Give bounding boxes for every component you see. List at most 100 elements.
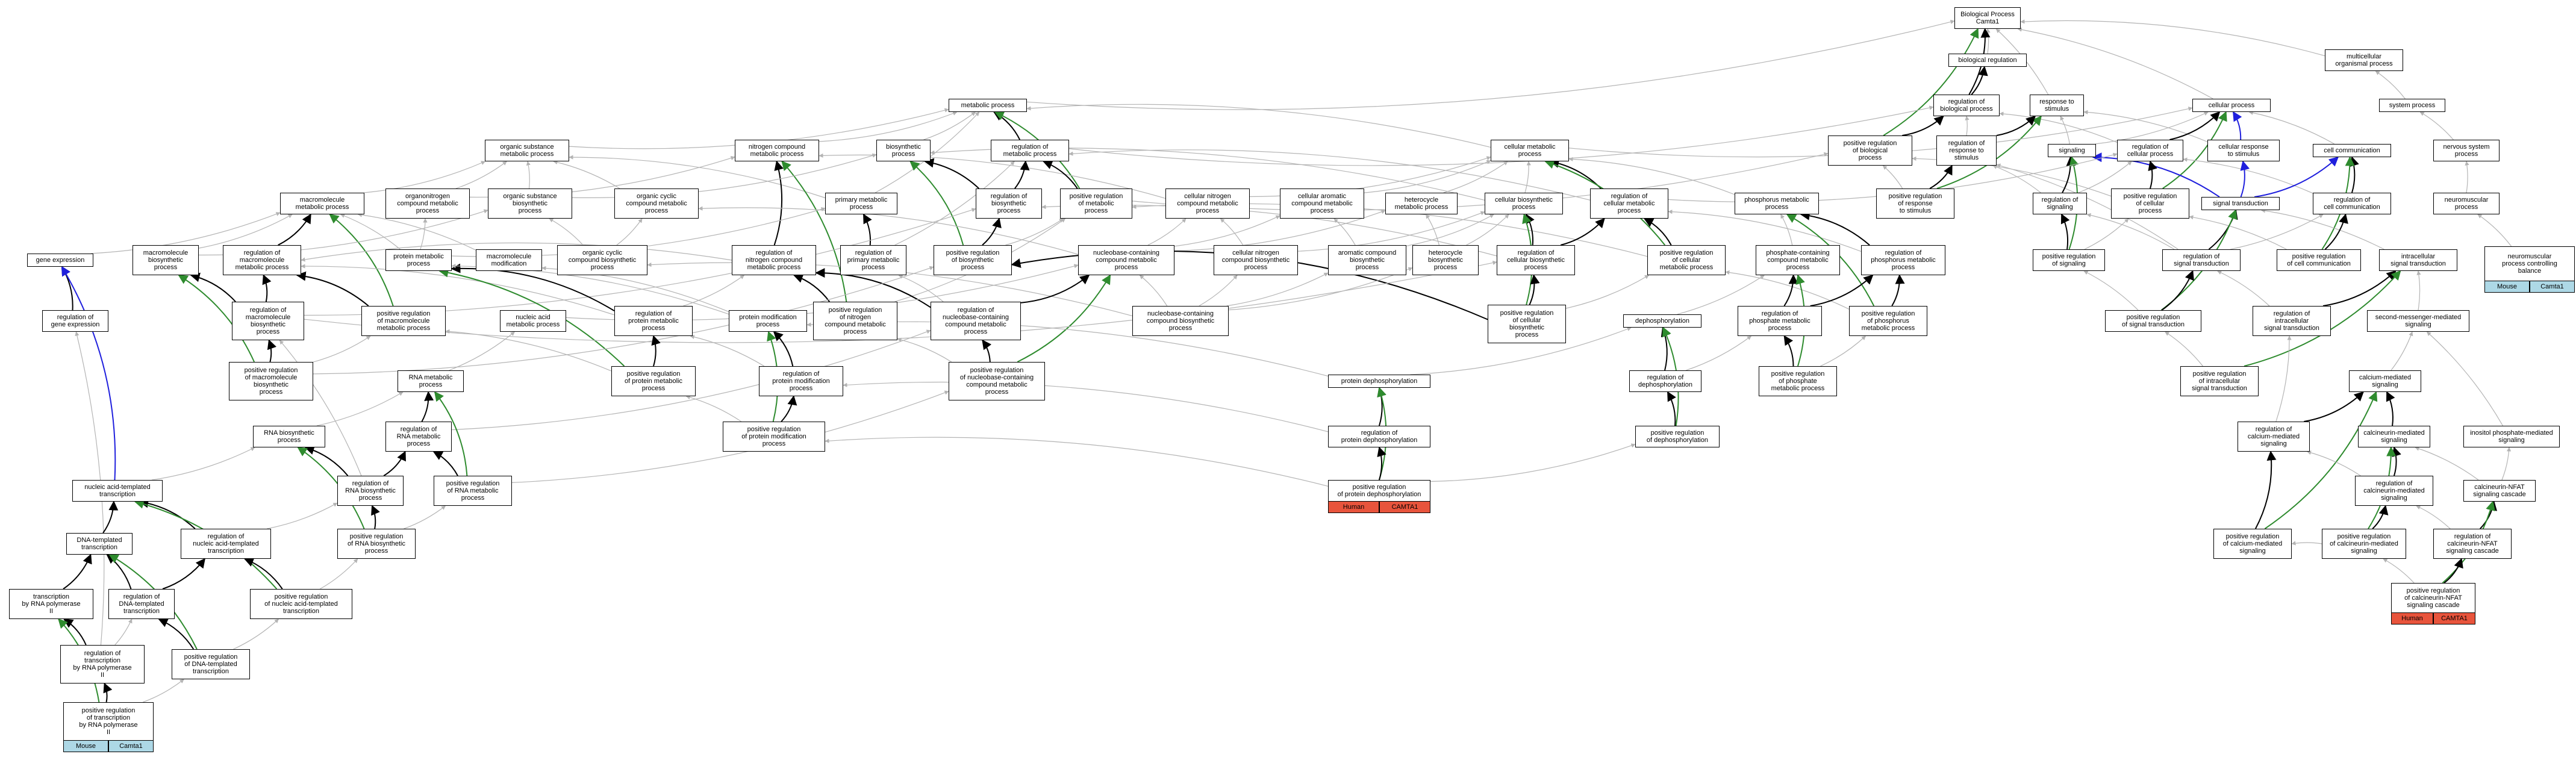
go-term-node[interactable]: regulation of macromolecule metabolic pr… bbox=[223, 245, 301, 275]
go-term-node[interactable]: heterocycle biosynthetic process bbox=[1412, 245, 1479, 275]
go-term-node[interactable]: response to stimulus bbox=[2030, 95, 2084, 116]
go-term-node[interactable]: regulation of signaling bbox=[2033, 193, 2087, 214]
go-term-node[interactable]: aromatic compound biosynthetic process bbox=[1328, 245, 1406, 275]
go-term-node[interactable]: positive regulation of biological proces… bbox=[1828, 135, 1912, 166]
go-term-node[interactable]: dephosphorylation bbox=[1623, 314, 1701, 328]
go-term-node[interactable]: positive regulation of calcineurin-NFAT … bbox=[2391, 583, 2475, 613]
go-term-node[interactable]: macromolecule metabolic process bbox=[280, 193, 364, 214]
go-term-node[interactable]: regulation of biosynthetic process bbox=[976, 188, 1042, 219]
go-term-node[interactable]: regulation of calcineurin-NFAT signaling… bbox=[2433, 529, 2512, 559]
go-term-node[interactable]: cellular process bbox=[2192, 99, 2271, 112]
go-term-node[interactable]: regulation of cellular metabolic process bbox=[1590, 188, 1668, 219]
go-term-node[interactable]: regulation of cellular biosynthetic proc… bbox=[1497, 245, 1575, 275]
go-term-node[interactable]: cell communication bbox=[2313, 144, 2391, 157]
go-term-node[interactable]: nucleic acid-templated transcription bbox=[72, 480, 163, 502]
go-term-node[interactable]: nervous system process bbox=[2433, 140, 2500, 161]
go-term-node[interactable]: organonitrogen compound metabolic proces… bbox=[385, 188, 470, 219]
go-term-node[interactable]: positive regulation of metabolic process bbox=[1060, 188, 1132, 219]
go-term-node[interactable]: cellular aromatic compound metabolic pro… bbox=[1280, 188, 1364, 219]
go-term-node[interactable]: positive regulation of response to stimu… bbox=[1876, 188, 1954, 219]
go-term-node[interactable]: positive regulation of RNA metabolic pro… bbox=[434, 476, 512, 506]
go-term-node[interactable]: organic cyclic compound biosynthetic pro… bbox=[557, 245, 647, 275]
go-term-node[interactable]: cellular nitrogen compound biosynthetic … bbox=[1214, 245, 1298, 275]
go-term-node[interactable]: organic substance biosynthetic process bbox=[488, 188, 572, 219]
go-term-node[interactable]: regulation of nucleobase-containing comp… bbox=[931, 302, 1021, 340]
go-term-node[interactable]: cellular nitrogen compound metabolic pro… bbox=[1165, 188, 1250, 219]
go-term-node[interactable]: DNA-templated transcription bbox=[66, 533, 133, 555]
go-term-node[interactable]: positive regulation of intracellular sig… bbox=[2180, 366, 2259, 396]
go-term-node[interactable]: cellular metabolic process bbox=[1491, 140, 1569, 161]
go-term-node[interactable]: positive regulation of dephosphorylation bbox=[1635, 426, 1720, 447]
go-term-node[interactable]: regulation of protein dephosphorylation bbox=[1328, 426, 1430, 447]
go-term-node[interactable]: macromolecule biosynthetic process bbox=[133, 245, 199, 275]
go-term-node[interactable]: signal transduction bbox=[2201, 197, 2280, 210]
go-term-node[interactable]: transcription by RNA polymerase II bbox=[9, 589, 93, 619]
go-term-node[interactable]: system process bbox=[2379, 99, 2445, 112]
go-term-node[interactable]: gene expression bbox=[27, 254, 93, 267]
go-term-node[interactable]: Biological Process Camta1 bbox=[1954, 7, 2021, 29]
go-term-node[interactable]: organic cyclic compound metabolic proces… bbox=[614, 188, 699, 219]
go-term-node[interactable]: protein dephosphorylation bbox=[1328, 375, 1430, 388]
go-term-node[interactable]: RNA metabolic process bbox=[398, 370, 464, 392]
go-term-node[interactable]: phosphate-containing compound metabolic … bbox=[1756, 245, 1840, 275]
go-term-node[interactable]: cellular response to stimulus bbox=[2207, 140, 2280, 161]
go-term-node[interactable]: positive regulation of protein metabolic… bbox=[611, 366, 696, 396]
go-term-node[interactable]: biosynthetic process bbox=[876, 140, 931, 161]
go-term-node[interactable]: positive regulation of cellular process bbox=[2111, 188, 2189, 219]
go-term-node[interactable]: positive regulation of signal transducti… bbox=[2105, 310, 2201, 332]
go-term-node[interactable]: positive regulation of protein dephospho… bbox=[1328, 480, 1430, 502]
go-term-node[interactable]: positive regulation of nucleobase-contai… bbox=[949, 362, 1045, 400]
go-term-node[interactable]: positive regulation of macromolecule bio… bbox=[229, 362, 313, 400]
go-term-node[interactable]: neuromuscular process bbox=[2433, 193, 2500, 214]
go-term-node[interactable]: regulation of cell communication bbox=[2313, 193, 2391, 214]
go-term-node[interactable]: regulation of primary metabolic process bbox=[840, 245, 906, 275]
go-term-node[interactable]: regulation of gene expression bbox=[42, 310, 108, 332]
go-term-node[interactable]: intracellular signal transduction bbox=[2379, 249, 2457, 271]
go-term-node[interactable]: positive regulation of cellular metaboli… bbox=[1647, 245, 1726, 275]
go-term-node[interactable]: positive regulation of RNA biosynthetic … bbox=[337, 529, 416, 559]
go-term-node[interactable]: calcineurin-mediated signaling bbox=[2358, 426, 2430, 447]
go-term-node[interactable]: metabolic process bbox=[949, 99, 1027, 112]
go-term-node[interactable]: phosphorus metabolic process bbox=[1735, 193, 1819, 214]
go-term-node[interactable]: macromolecule modification bbox=[476, 249, 542, 271]
go-term-node[interactable]: nitrogen compound metabolic process bbox=[735, 140, 819, 161]
go-term-node[interactable]: signaling bbox=[2048, 144, 2096, 157]
go-term-node[interactable]: positive regulation of DNA-templated tra… bbox=[172, 649, 250, 679]
go-term-node[interactable]: regulation of nucleic acid-templated tra… bbox=[181, 529, 271, 559]
go-term-node[interactable]: biological regulation bbox=[1948, 54, 2027, 67]
go-term-node[interactable]: inositol phosphate-mediated signaling bbox=[2463, 426, 2560, 447]
go-term-node[interactable]: primary metabolic process bbox=[825, 193, 897, 214]
go-term-node[interactable]: positive regulation of phosphorus metabo… bbox=[1849, 306, 1927, 336]
go-term-node[interactable]: regulation of protein modification proce… bbox=[759, 366, 843, 396]
go-term-node[interactable]: regulation of dephosphorylation bbox=[1629, 370, 1701, 392]
go-term-node[interactable]: regulation of intracellular signal trans… bbox=[2253, 306, 2331, 336]
go-term-node[interactable]: positive regulation of calcineurin-media… bbox=[2322, 529, 2406, 559]
go-term-node[interactable]: regulation of RNA metabolic process bbox=[385, 422, 452, 452]
go-term-node[interactable]: regulation of response to stimulus bbox=[1936, 135, 1997, 166]
go-term-node[interactable]: regulation of phosphorus metabolic proce… bbox=[1861, 245, 1945, 275]
go-term-node[interactable]: positive regulation of phosphate metabol… bbox=[1759, 366, 1837, 396]
go-term-node[interactable]: positive regulation of protein modificat… bbox=[723, 422, 825, 452]
go-term-node[interactable]: regulation of DNA-templated transcriptio… bbox=[108, 589, 175, 619]
go-term-node[interactable]: second-messenger-mediated signaling bbox=[2367, 310, 2469, 332]
go-term-node[interactable]: regulation of cellular process bbox=[2117, 140, 2183, 161]
go-term-node[interactable]: positive regulation of biosynthetic proc… bbox=[934, 245, 1012, 275]
go-term-node[interactable]: nucleic acid metabolic process bbox=[500, 310, 566, 332]
go-term-node[interactable]: positive regulation of macromolecule met… bbox=[361, 306, 446, 336]
go-term-node[interactable]: regulation of phosphate metabolic proces… bbox=[1738, 306, 1822, 336]
go-term-node[interactable]: positive regulation of signaling bbox=[2033, 249, 2105, 271]
go-term-node[interactable]: regulation of nitrogen compound metaboli… bbox=[732, 245, 816, 275]
go-term-node[interactable]: RNA biosynthetic process bbox=[253, 426, 325, 447]
go-term-node[interactable]: protein modification process bbox=[729, 310, 807, 332]
go-term-node[interactable]: nucleobase-containing compound metabolic… bbox=[1078, 245, 1174, 275]
go-term-node[interactable]: regulation of protein metabolic process bbox=[614, 306, 693, 336]
go-term-node[interactable]: regulation of biological process bbox=[1933, 95, 2000, 116]
go-term-node[interactable]: cellular biosynthetic process bbox=[1485, 193, 1563, 214]
go-term-node[interactable]: positive regulation of cell communicatio… bbox=[2277, 249, 2361, 271]
go-term-node[interactable]: regulation of calcium-mediated signaling bbox=[2238, 422, 2310, 452]
go-term-node[interactable]: positive regulation of transcription by … bbox=[63, 702, 154, 741]
go-term-node[interactable]: heterocycle metabolic process bbox=[1385, 193, 1458, 214]
go-term-node[interactable]: organic substance metabolic process bbox=[485, 140, 569, 161]
go-term-node[interactable]: calcium-mediated signaling bbox=[2349, 370, 2421, 392]
go-term-node[interactable]: positive regulation of cellular biosynth… bbox=[1488, 305, 1566, 343]
